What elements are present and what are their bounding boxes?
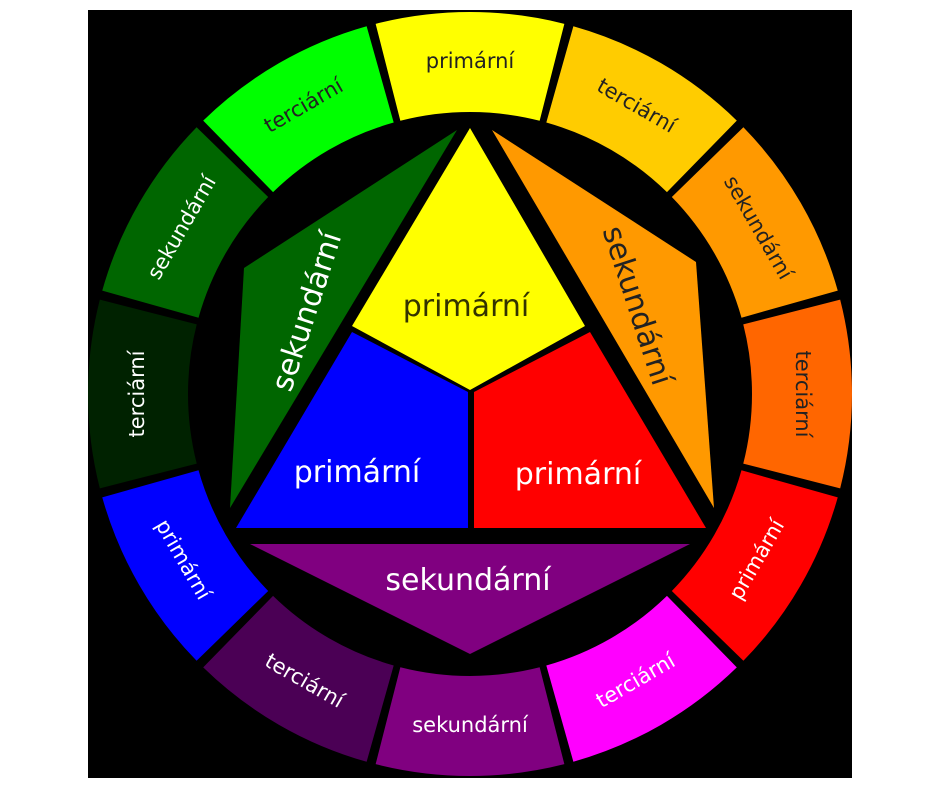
inner-secondary-orange	[492, 130, 714, 508]
ring-segment	[102, 127, 269, 318]
ring-segment-label: primární	[426, 49, 516, 73]
ring-segment	[375, 667, 565, 776]
ring-segment	[375, 11, 565, 121]
ring-segment-label: terciární	[125, 349, 149, 437]
inner-primary-red-label: primární	[515, 457, 643, 492]
ring-segment	[546, 595, 737, 762]
inner-secondary-purple-label: sekundární	[385, 563, 552, 598]
inner-secondary-purple	[250, 544, 690, 654]
ring-segment	[671, 470, 838, 661]
inner-primary-blue	[236, 332, 468, 528]
inner-primary-yellow-label: primární	[403, 289, 531, 324]
background-panel	[88, 10, 852, 778]
ring-segment	[743, 299, 852, 489]
ring-segment	[203, 26, 394, 193]
outer-ring: primární terciární sekundární terciární prim…	[87, 11, 852, 776]
ring-segment	[203, 595, 394, 762]
ring-segment	[671, 127, 838, 318]
ring-segment	[546, 26, 737, 193]
ring-segment-label: sekundární	[412, 713, 529, 737]
inner-primary-red	[474, 332, 706, 528]
ring-segment	[87, 299, 197, 489]
ring-segment	[102, 470, 269, 661]
inner-primary-yellow	[352, 128, 585, 390]
inner-primary-blue-label: primární	[294, 455, 422, 490]
ring-segment-label: terciární	[791, 351, 815, 439]
inner-secondary-green	[230, 130, 457, 508]
